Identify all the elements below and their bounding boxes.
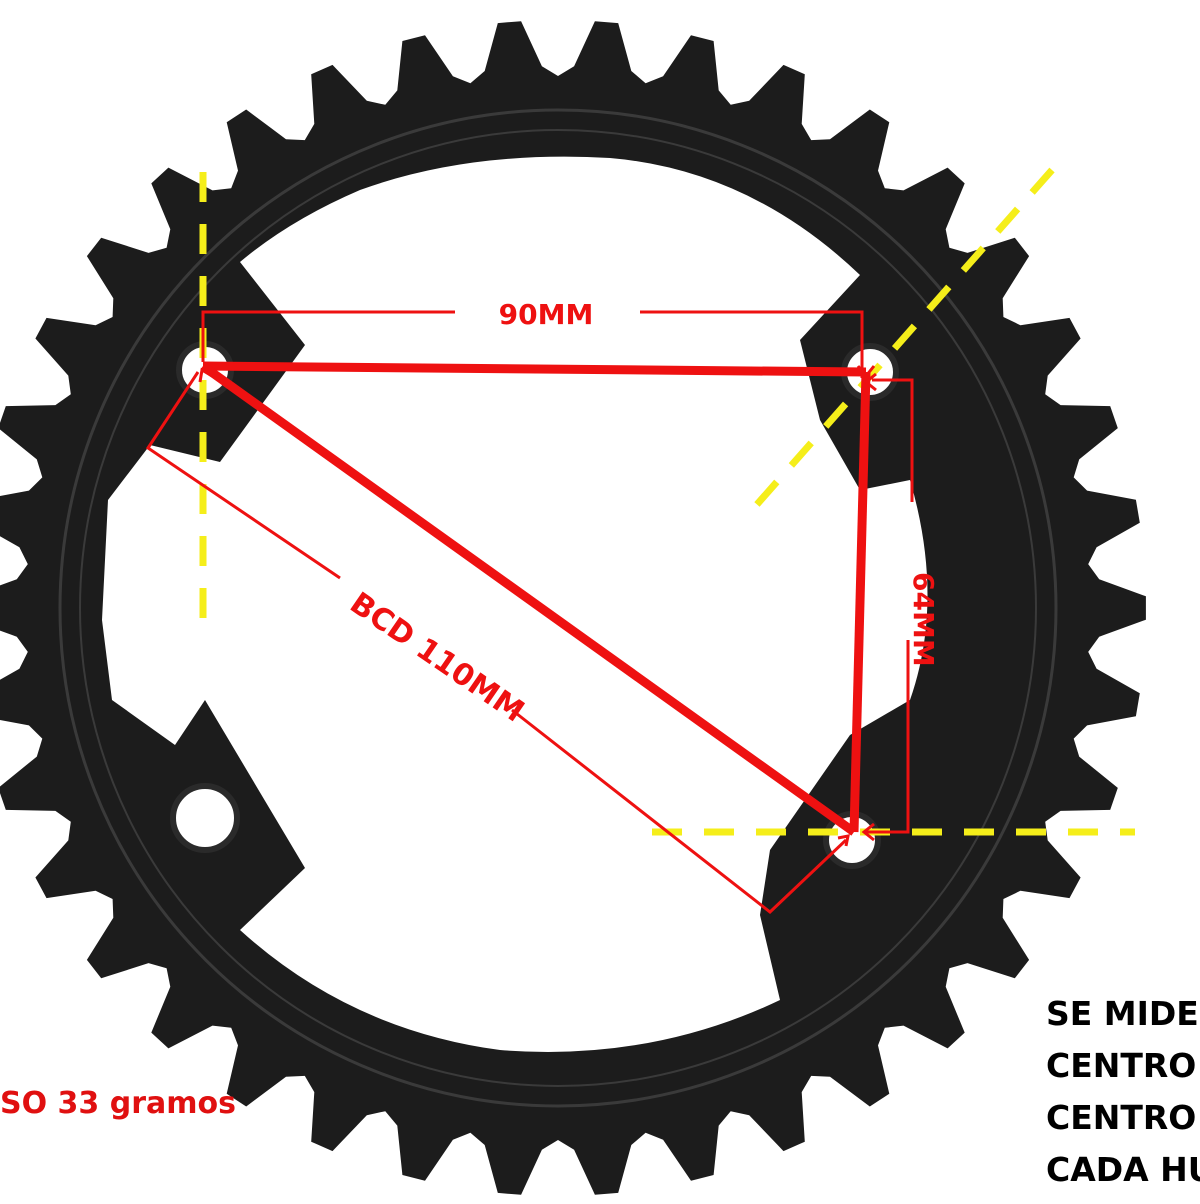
arrow-head — [861, 822, 875, 842]
dim-90-right-leg — [640, 310, 864, 378]
dim-64-bottom-leg — [866, 640, 910, 834]
arrow-head — [837, 834, 850, 847]
measure-top-edge — [202, 361, 867, 377]
arrow-head — [863, 372, 877, 392]
measure-diagonal — [200, 362, 857, 836]
arrow-head — [856, 365, 876, 379]
dim-bcd-right-leg — [511, 708, 848, 914]
arrow-head — [198, 367, 213, 383]
inner-cutout — [102, 156, 928, 1052]
note-line-3: CENTRO — [1046, 1098, 1197, 1137]
guide-lines — [199, 167, 1135, 836]
measure-right-edge — [849, 371, 871, 833]
label-90mm: 90MM — [499, 298, 594, 331]
ring-edge-outer — [58, 108, 1058, 1108]
note-line-1: SE MIDE — [1046, 994, 1199, 1033]
weight-label: SO 33 gramos — [0, 1086, 236, 1121]
dim-90-left-leg — [201, 310, 455, 362]
note-line-4: CADA HU — [1046, 1150, 1200, 1189]
dim-64-top-leg — [872, 378, 914, 502]
bolt-hole-bottom-left — [170, 783, 240, 853]
ring-edge-inner — [79, 129, 1037, 1087]
guide-diagonal — [742, 167, 1055, 521]
measure-lines — [145, 310, 914, 914]
note-line-2: CENTRO — [1046, 1046, 1197, 1085]
chainring-icon — [0, 21, 1146, 1195]
measure-note: SE MIDE CENTRO CENTRO CADA HU — [1046, 988, 1200, 1196]
label-64mm: 64MM — [907, 572, 940, 667]
dim-bcd-left-leg — [145, 371, 341, 580]
